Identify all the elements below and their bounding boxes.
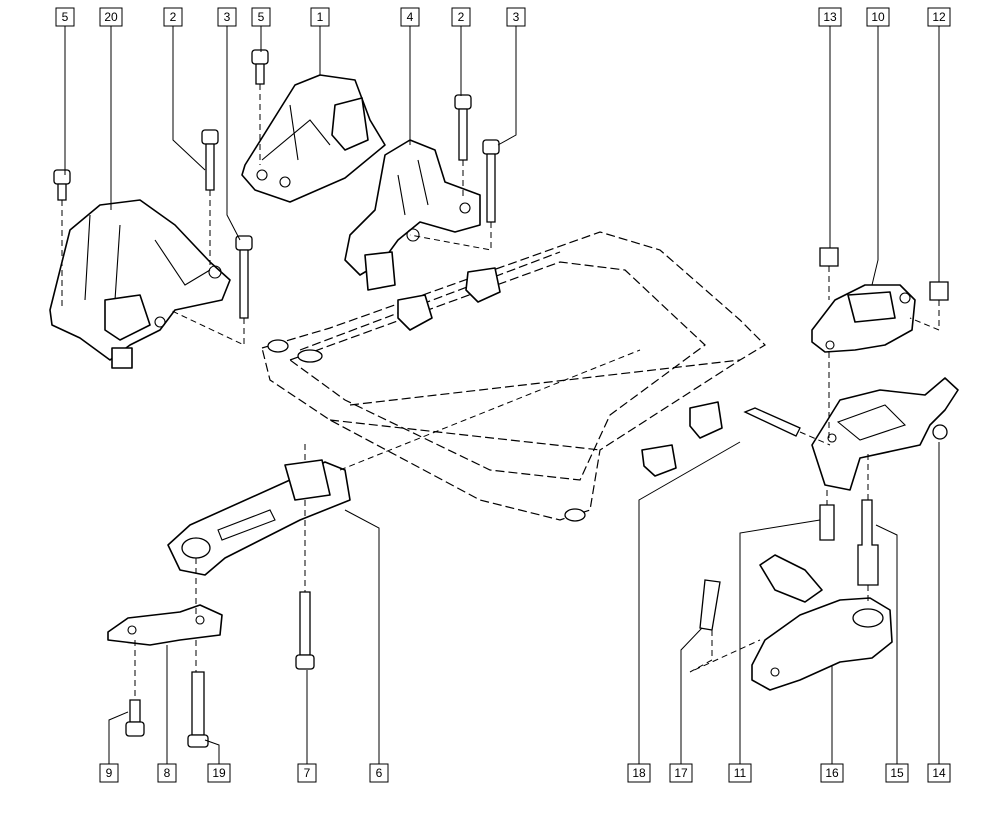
callout-3-right: 3 bbox=[506, 7, 526, 27]
bolt-3-right bbox=[482, 139, 500, 155]
bolt-18 bbox=[743, 407, 801, 437]
callout-11: 11 bbox=[728, 763, 752, 783]
callout-9: 9 bbox=[99, 763, 119, 783]
callout-4: 4 bbox=[400, 7, 420, 27]
svg-text:20: 20 bbox=[104, 10, 118, 24]
callout-7: 7 bbox=[297, 763, 317, 783]
callout-3-left: 3 bbox=[217, 7, 237, 27]
bolt-5-top bbox=[251, 49, 269, 65]
bolt-7 bbox=[299, 591, 311, 656]
callout-8: 8 bbox=[157, 763, 177, 783]
callout-16: 16 bbox=[820, 763, 844, 783]
bolt-2-left bbox=[201, 129, 219, 145]
assembly-lines bbox=[61, 84, 940, 700]
callout-17: 17 bbox=[669, 763, 693, 783]
nut-12 bbox=[929, 281, 949, 301]
svg-text:9: 9 bbox=[106, 766, 113, 780]
engine-mount-1 bbox=[241, 74, 386, 203]
svg-text:18: 18 bbox=[632, 766, 646, 780]
callout-5-left: 5 bbox=[55, 7, 75, 27]
subframe bbox=[261, 231, 766, 522]
callouts-bottom: 9 8 19 7 6 18 17 11 16 15 14 bbox=[99, 763, 951, 783]
svg-text:17: 17 bbox=[674, 766, 688, 780]
svg-text:7: 7 bbox=[304, 766, 311, 780]
callout-12: 12 bbox=[927, 7, 951, 27]
callout-2-left: 2 bbox=[163, 7, 183, 27]
callout-15: 15 bbox=[885, 763, 909, 783]
nut-13 bbox=[819, 247, 839, 267]
svg-text:13: 13 bbox=[823, 10, 837, 24]
link-14 bbox=[811, 377, 959, 491]
svg-text:5: 5 bbox=[258, 10, 265, 24]
svg-text:15: 15 bbox=[890, 766, 904, 780]
callout-2-right: 2 bbox=[451, 7, 471, 27]
svg-text:4: 4 bbox=[407, 10, 414, 24]
svg-text:16: 16 bbox=[825, 766, 839, 780]
callout-6: 6 bbox=[369, 763, 389, 783]
svg-text:2: 2 bbox=[170, 10, 177, 24]
svg-text:8: 8 bbox=[164, 766, 171, 780]
bolt-2-right bbox=[454, 94, 472, 110]
svg-text:14: 14 bbox=[932, 766, 946, 780]
stud-15 bbox=[857, 499, 879, 586]
callouts-top: 5 20 2 3 5 1 4 2 3 13 10 12 bbox=[55, 7, 951, 27]
callout-5-top: 5 bbox=[251, 7, 271, 27]
bolt-19 bbox=[191, 671, 205, 736]
bolt-9 bbox=[129, 699, 141, 723]
svg-text:5: 5 bbox=[62, 10, 69, 24]
arm-16 bbox=[751, 554, 893, 691]
bracket-4 bbox=[344, 139, 481, 291]
bolt-11 bbox=[819, 504, 835, 541]
callout-18: 18 bbox=[627, 763, 651, 783]
engine-mount-20 bbox=[49, 199, 231, 369]
callout-14: 14 bbox=[927, 763, 951, 783]
svg-text:10: 10 bbox=[871, 10, 885, 24]
mount-10 bbox=[811, 284, 916, 353]
torque-link-6 bbox=[167, 459, 351, 576]
svg-text:1: 1 bbox=[317, 10, 324, 24]
svg-text:3: 3 bbox=[224, 10, 231, 24]
fasteners bbox=[53, 49, 949, 748]
callout-10: 10 bbox=[866, 7, 890, 27]
bolt-17 bbox=[699, 579, 721, 631]
bolt-5-left bbox=[53, 169, 71, 185]
svg-text:19: 19 bbox=[212, 766, 226, 780]
svg-text:2: 2 bbox=[458, 10, 465, 24]
bolt-3-left bbox=[235, 235, 253, 251]
svg-text:11: 11 bbox=[734, 766, 747, 780]
leader-lines bbox=[64, 26, 940, 764]
svg-text:3: 3 bbox=[513, 10, 520, 24]
callout-20: 20 bbox=[99, 7, 123, 27]
bracket-8 bbox=[107, 604, 223, 646]
callout-19: 19 bbox=[207, 763, 231, 783]
callout-1: 1 bbox=[310, 7, 330, 27]
callout-13: 13 bbox=[818, 7, 842, 27]
svg-text:6: 6 bbox=[376, 766, 383, 780]
svg-text:12: 12 bbox=[932, 10, 946, 24]
